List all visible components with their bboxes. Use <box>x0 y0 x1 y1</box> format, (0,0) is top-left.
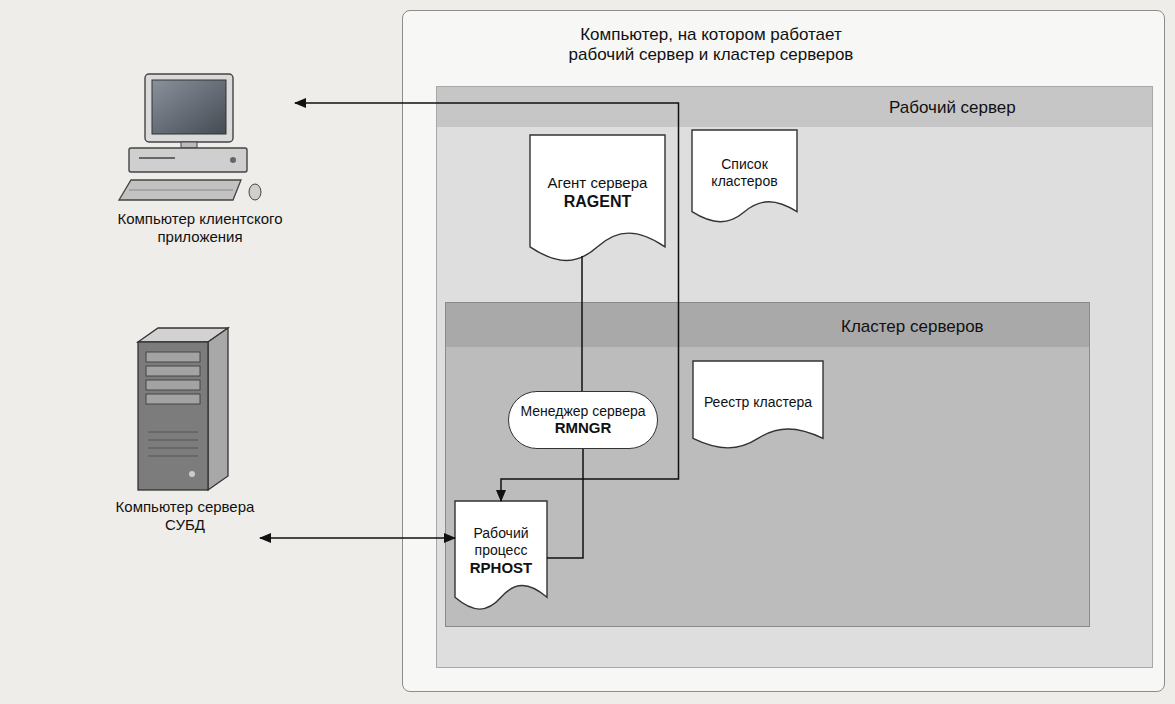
client-computer: Компьютер клиентского приложения <box>105 70 295 265</box>
node-label: Рабочий сервер <box>889 98 1016 118</box>
dbms-computer: Компьютер сервера СУБД <box>110 320 260 560</box>
connector <box>547 449 583 558</box>
process-name: RPHOST <box>470 559 533 577</box>
cluster-list-document: Список кластеров <box>692 130 797 225</box>
computer-label: Компьютер клиентского приложения <box>105 210 295 246</box>
computer-label: Компьютер сервера СУБД <box>110 498 260 534</box>
node-label: Рабочий процесс <box>460 525 542 559</box>
server-cluster-region: Кластер серверовМенеджер сервераRMNGR Рее… <box>445 302 1090 627</box>
manager-pill: Менеджер сервераRMNGR <box>508 391 658 449</box>
document-shape <box>692 130 797 222</box>
document-shape <box>530 135 665 260</box>
node-label: Менеджер сервера <box>520 403 645 420</box>
cluster-registry-document: Реестр кластера <box>693 361 823 451</box>
agent-document: Агент сервераRAGENT <box>530 135 665 265</box>
node-label: Компьютер, на котором работает рабочий с… <box>561 25 861 66</box>
document-shape <box>455 501 547 609</box>
worker-process-document: Рабочий процессRPHOST <box>455 501 547 613</box>
connector <box>260 537 455 539</box>
dbms-server-icon <box>138 328 228 490</box>
node-label: Список кластеров <box>697 156 792 190</box>
worker-server-region: Рабочий серверАгент сервераRAGENT Список … <box>436 86 1153 668</box>
document-shape <box>693 361 823 448</box>
process-name: RAGENT <box>564 192 632 211</box>
node-label: Реестр кластера <box>704 394 812 411</box>
node-label: Агент сервера <box>548 174 648 192</box>
client-computer-icon <box>119 74 261 200</box>
computer-frame: Компьютер, на котором работает рабочий с… <box>402 10 1165 692</box>
node-label: Кластер серверов <box>841 317 984 337</box>
process-name: RMNGR <box>555 419 612 437</box>
connector <box>581 256 583 391</box>
connector <box>295 103 679 501</box>
